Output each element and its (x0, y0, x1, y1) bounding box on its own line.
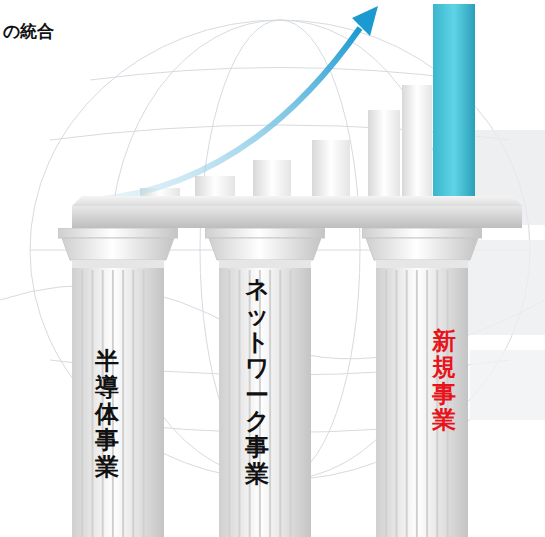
pillar-label: 半導体事業 (95, 348, 119, 480)
column-shape (362, 228, 482, 537)
pillar-label: 新規事業 (432, 328, 456, 434)
pillar-label: ネットワーク事業 (245, 276, 269, 487)
pillar: 新規事業 (362, 228, 482, 537)
pillar: ネットワーク事業 (205, 228, 325, 537)
pillar: 半導体事業 (58, 228, 178, 537)
heading-fragment: の統合 (3, 20, 54, 43)
